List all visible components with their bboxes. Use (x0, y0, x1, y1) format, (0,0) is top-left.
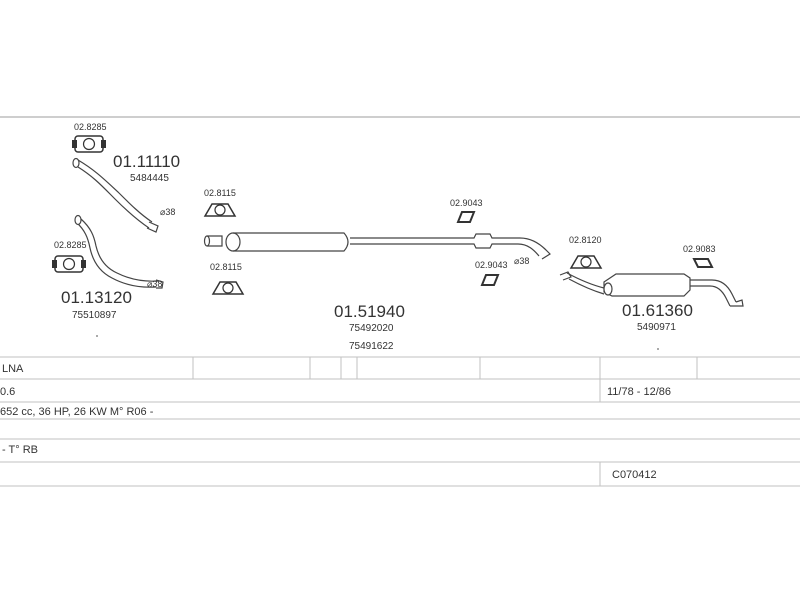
clamp-a-icon (72, 135, 106, 153)
front-pipe-a-number: 01.11110 (113, 152, 180, 171)
front-pipe-b-number: 01.13120 (61, 288, 132, 307)
ring-rear-icon (692, 258, 714, 268)
clamp-a-label: 02.8285 (74, 122, 107, 132)
middle-silencer-number: 01.51940 (334, 302, 405, 321)
front-pipe-a (72, 157, 159, 233)
clamp-b-icon (52, 255, 86, 273)
ring-top-label: 02.9043 (450, 198, 483, 208)
hanger-rear-icon (569, 255, 603, 269)
table-row4-text: - T° RB (2, 444, 38, 456)
info-table (0, 356, 800, 487)
hanger-mid-bottom-label: 02.8115 (210, 262, 242, 272)
middle-silencer-oem-1: 75492020 (349, 323, 394, 334)
ring-bottom-label: 02.9043 (475, 260, 508, 270)
hanger-mid-bottom-icon (211, 281, 245, 295)
rear-silencer (559, 271, 744, 307)
front-pipe-b (74, 214, 164, 289)
table-row5-code: C070412 (612, 469, 657, 481)
middle-silencer-size: ⌀38 (514, 256, 529, 266)
front-pipe-a-oem: 5484445 (130, 173, 169, 184)
table-row2-right-text: 11/78 - 12/86 (607, 386, 671, 398)
hanger-mid-top-label: 02.8115 (204, 188, 236, 198)
table-row3-text: 652 cc, 36 HP, 26 KW M° R06 - (0, 406, 154, 418)
ring-rear-label: 02.9083 (683, 244, 716, 254)
hanger-mid-top-icon (203, 203, 237, 217)
front-pipe-b-size: ⌀38 (147, 279, 162, 289)
front-pipe-a-size: ⌀38 (160, 207, 175, 217)
ring-top-icon (456, 211, 476, 223)
rear-silencer-oem: 5490971 (637, 322, 676, 333)
clamp-b-label: 02.8285 (54, 240, 87, 250)
middle-silencer (203, 232, 551, 260)
middle-silencer-oem-2: 75491622 (349, 341, 394, 352)
table-row1-text: LNA (2, 363, 24, 375)
front-pipe-b-oem: 75510897 (72, 310, 117, 321)
hanger-rear-label: 02.8120 (569, 235, 602, 245)
table-row2-left-text: 0.6 (0, 386, 15, 398)
rear-silencer-number: 01.61360 (622, 301, 693, 320)
ring-bottom-icon (480, 274, 500, 286)
